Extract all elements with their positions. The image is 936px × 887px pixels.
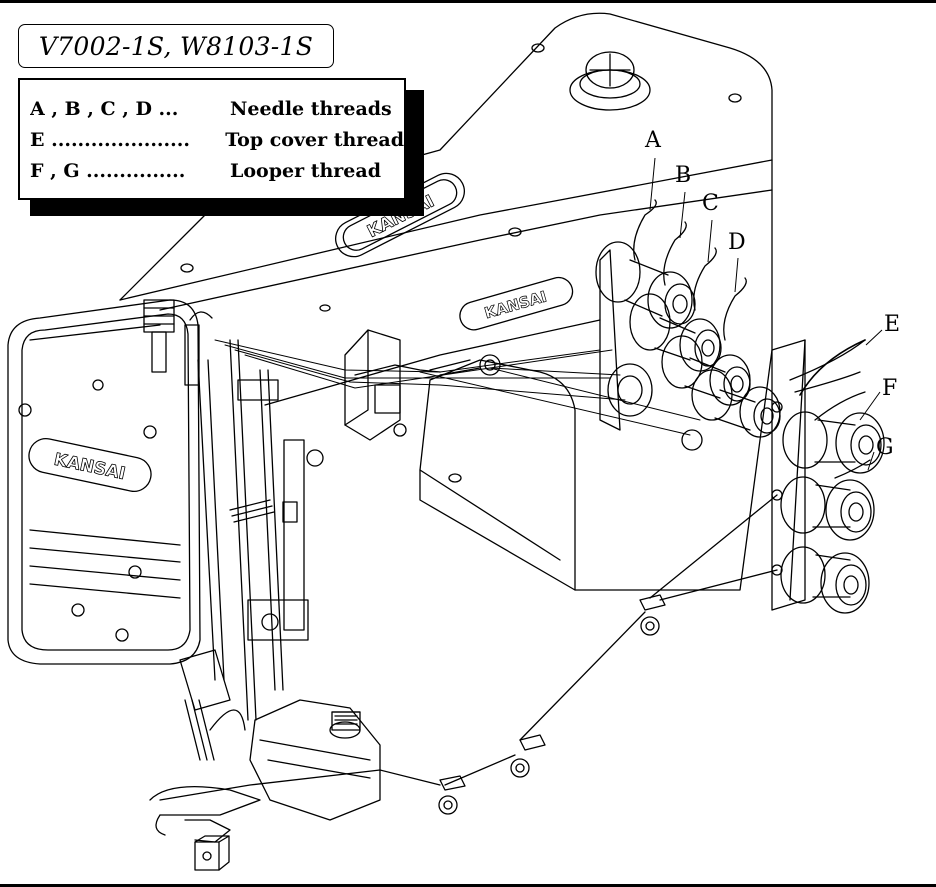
model-title: V7002-1S, W8103-1S: [18, 24, 334, 68]
legend-key: E .....................: [30, 129, 191, 151]
needle-thread-guides: [633, 199, 747, 341]
callout-a: A: [645, 128, 661, 153]
tension-unit-b: [629, 293, 722, 372]
bottom-rule: [0, 884, 936, 887]
callout-g: G: [876, 435, 894, 460]
top-rule: [0, 0, 936, 3]
legend-meaning: Needle threads: [230, 98, 392, 120]
legend-key: F , G ...............: [30, 160, 186, 182]
head-tension-post: [143, 299, 213, 386]
thread-paths: [214, 339, 701, 436]
callout-b: B: [675, 163, 692, 188]
tension-unit-f: [782, 411, 885, 474]
needle-bar-assembly: [179, 339, 324, 761]
tension-unit-g: [780, 476, 875, 541]
legend-row-top-cover: E ..................... Top cover thread: [30, 125, 404, 156]
arm-top-edge: [119, 159, 773, 301]
looper-tension-panel: [771, 339, 885, 614]
legend-row-looper: F , G ............... Looper thread: [30, 156, 404, 187]
callout-d: D: [728, 230, 746, 255]
legend-row-needle: A , B , C , D ... Needle threads: [30, 94, 404, 125]
looper-mechanism: [149, 699, 381, 871]
thread-legend: A , B , C , D ... Needle threads E .....…: [18, 78, 406, 200]
legend-meaning: Top cover thread: [225, 129, 404, 151]
callout-c: C: [702, 191, 719, 216]
bed-outline: [419, 469, 576, 591]
tension-unit-lower: [780, 546, 870, 614]
arm-lower-edge: [264, 319, 601, 406]
callout-e: E: [884, 312, 901, 337]
arm-front-edge: [159, 189, 773, 311]
oil-cap: [569, 51, 651, 111]
needle-tension-units: [595, 241, 781, 451]
legend-key: A , B , C , D ...: [30, 98, 179, 120]
callout-f: F: [882, 376, 898, 401]
looper-thread-route: [159, 494, 778, 815]
tension-unit-d: [691, 369, 781, 438]
tension-unit-a: [595, 241, 696, 329]
legend-meaning: Looper thread: [230, 160, 381, 182]
center-thread-guide-bracket: [344, 329, 501, 441]
